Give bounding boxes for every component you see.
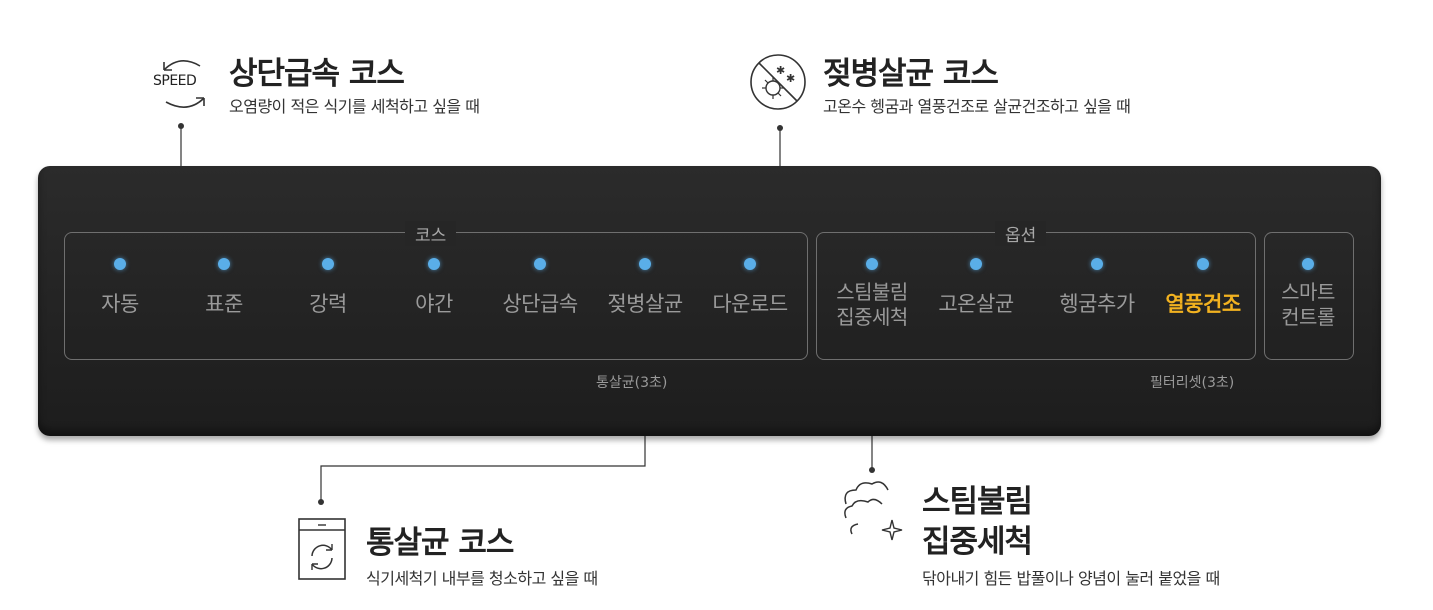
course-label: 자동 (101, 292, 139, 316)
steam-callout-title-line1: 스팀불림 (922, 484, 1033, 520)
option-label-line2: 집중세척 (836, 305, 908, 329)
option-button-high-temp-sterilize[interactable]: 고온살균 (926, 258, 1026, 318)
led-indicator (322, 258, 334, 270)
course-button-download[interactable]: 다운로드 (698, 258, 802, 318)
option-group: 옵션 (816, 221, 1256, 360)
led-indicator (866, 258, 878, 270)
course-label: 젖병살균 (607, 292, 683, 316)
smart-group (1264, 232, 1354, 360)
led-indicator (534, 258, 546, 270)
smart-control-button[interactable]: 스마트 컨트롤 (1266, 258, 1350, 330)
speed-callout-title: 상단급속 코스 (229, 56, 405, 92)
sterilize-callout-title: 젖병살균 코스 (823, 56, 999, 92)
led-indicator (428, 258, 440, 270)
option-label: 헹굼추가 (1059, 292, 1135, 316)
course-button-auto[interactable]: 자동 (86, 258, 154, 318)
led-indicator (114, 258, 126, 270)
filter-reset-hint: 필터리셋(3초) (1150, 375, 1235, 391)
led-indicator (1091, 258, 1103, 270)
svg-text:✱: ✱ (786, 72, 795, 85)
tub-sterilize-hint: 통살균(3초) (596, 375, 668, 391)
smart-label-line2: 컨트롤 (1281, 305, 1335, 329)
course-group: 코스 (64, 221, 808, 360)
tub-callout-title: 통살균 코스 (366, 525, 514, 561)
smart-label-line1: 스마트 (1281, 280, 1335, 304)
course-button-strong[interactable]: 강력 (294, 258, 362, 318)
course-label: 다운로드 (712, 292, 788, 316)
option-button-steam-soak[interactable]: 스팀불림 집중세척 (822, 258, 922, 330)
steam-icon (838, 478, 914, 546)
course-button-upper-speed[interactable]: 상단급속 (488, 258, 592, 318)
course-label: 야간 (415, 292, 453, 316)
led-indicator (218, 258, 230, 270)
tub-icon (296, 516, 348, 582)
course-button-standard[interactable]: 표준 (190, 258, 258, 318)
course-button-bottle-sterilize[interactable]: 젖병살균 (593, 258, 697, 318)
course-button-night[interactable]: 야간 (399, 258, 469, 318)
course-group-label: 코스 (405, 221, 457, 246)
led-indicator (744, 258, 756, 270)
option-label: 고온살균 (938, 292, 1014, 316)
option-button-extra-rinse[interactable]: 헹굼추가 (1045, 258, 1149, 318)
course-label: 표준 (205, 292, 243, 316)
steam-callout-desc: 닦아내기 힘든 밥풀이나 양념이 눌러 붙었을 때 (922, 569, 1220, 588)
led-indicator (1302, 258, 1314, 270)
option-group-label: 옵션 (995, 221, 1047, 246)
steam-callout-title-line2: 집중세척 (922, 524, 1033, 560)
led-indicator (639, 258, 651, 270)
tub-callout-desc: 식기세척기 내부를 청소하고 싶을 때 (366, 569, 598, 588)
control-panel: 코스 옵션 자동 표준 강력 야간 상단급속 젖병살균 다운로드 스팀불림 집중… (38, 166, 1381, 436)
sterilize-callout-desc: 고온수 헹굼과 열풍건조로 살균건조하고 싶을 때 (823, 97, 1131, 116)
led-indicator (970, 258, 982, 270)
speed-icon (150, 50, 218, 118)
course-label: 상단급속 (502, 292, 578, 316)
speed-callout-desc: 오염량이 적은 식기를 세척하고 싶을 때 (229, 97, 480, 116)
option-label-line1: 스팀불림 (836, 280, 908, 304)
svg-text:✱: ✱ (776, 64, 785, 77)
option-label: 열풍건조 (1165, 292, 1241, 316)
sterilize-icon: ✱ ✱ (746, 50, 810, 114)
course-label: 강력 (309, 292, 347, 316)
led-indicator (1197, 258, 1209, 270)
speed-icon-label: SPEED (153, 73, 197, 89)
option-button-hot-air-dry[interactable]: 열풍건조 (1151, 258, 1255, 318)
